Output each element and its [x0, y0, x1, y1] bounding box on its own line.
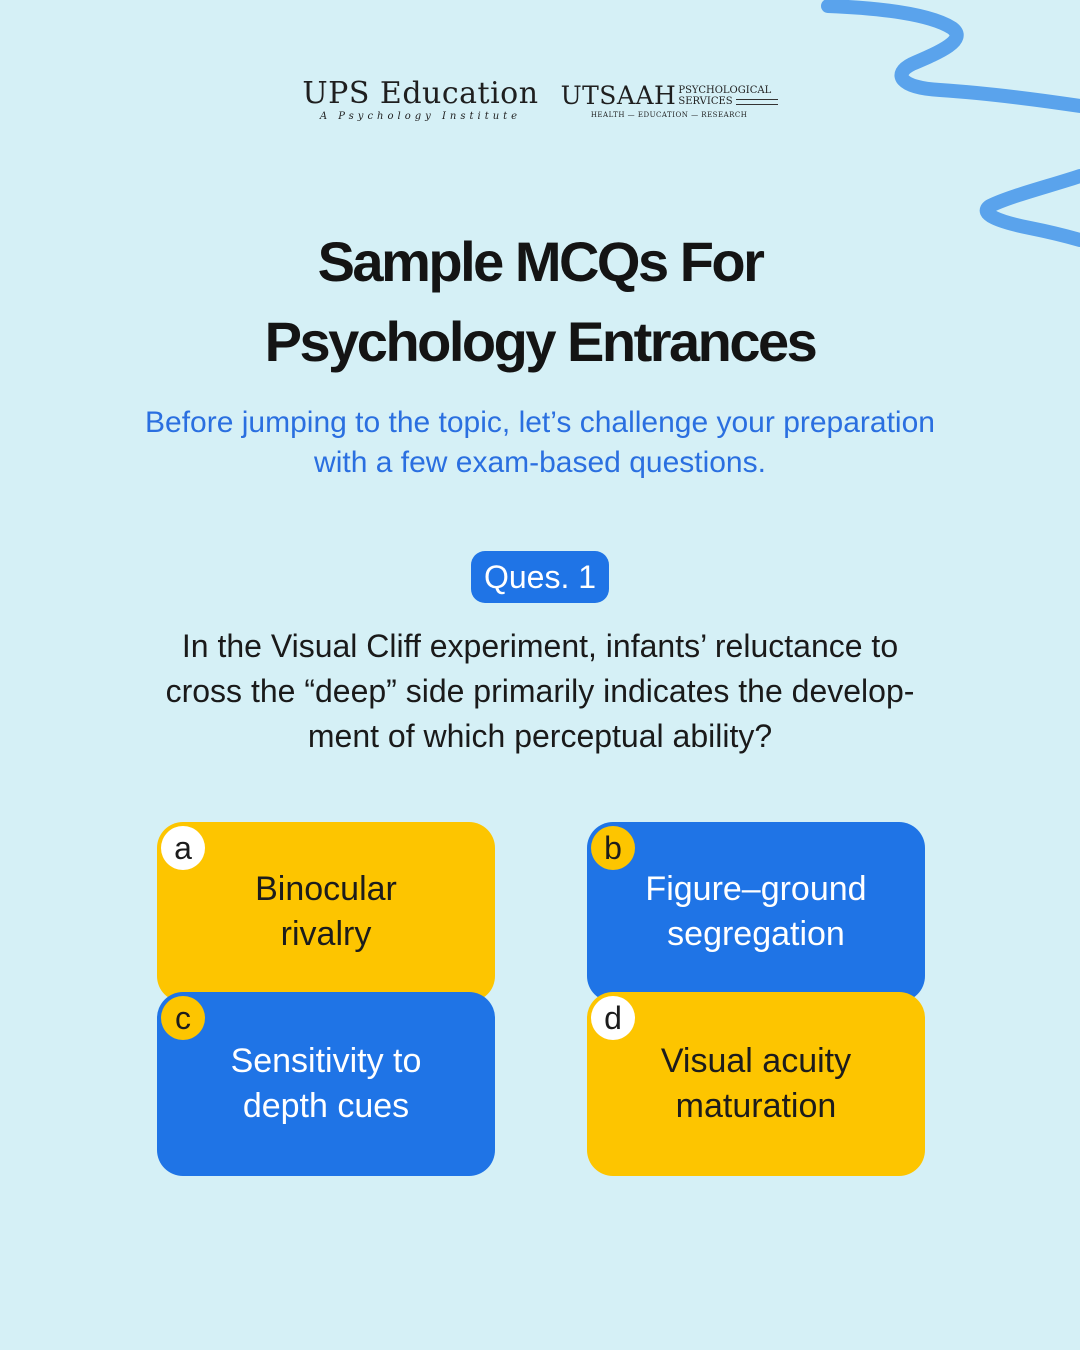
utsaah-logo-subtext: PSYCHOLOGICAL SERVICES	[678, 85, 778, 107]
page-title: Sample MCQs For Psychology Entrances	[0, 222, 1080, 382]
option-a-card[interactable]: a Binocular rivalry	[157, 822, 495, 1002]
option-c-letter-badge: c	[161, 996, 205, 1040]
subtitle-line-1: Before jumping to the topic, let’s chall…	[145, 406, 935, 439]
logo-rule-lines	[735, 98, 778, 105]
question-line-3: ment of which perceptual ability?	[307, 718, 773, 754]
option-b-letter-badge: b	[591, 826, 635, 870]
page-title-line-2: Psychology Entrances	[264, 310, 818, 373]
option-d-card[interactable]: d Visual acuity maturation	[587, 992, 925, 1176]
utsaah-logo-tagline: HEALTH — EDUCATION — RESEARCH	[590, 111, 748, 119]
option-a-letter-badge: a	[161, 826, 205, 870]
option-d-line-1: Visual acuity	[660, 1042, 852, 1080]
option-b-line-1: Figure–ground	[645, 870, 867, 908]
option-a-line-2: rivalry	[280, 915, 372, 953]
option-d-line-2: maturation	[675, 1087, 837, 1125]
option-c-text: Sensitivity to depth cues	[231, 1039, 422, 1129]
question-text: In the Visual Cliff experiment, infants’…	[80, 624, 1000, 759]
logo-bar: UPS Education A Psychology Institute UTS…	[0, 78, 1080, 122]
option-a-line-1: Binocular	[255, 870, 397, 908]
option-d-letter-badge: d	[591, 996, 635, 1040]
question-line-1: In the Visual Cliff experiment, infants’…	[181, 628, 899, 664]
question-line-2: cross the “deep” side primarily indicate…	[165, 673, 915, 709]
utsaah-logo-name: UTSAAH	[560, 81, 677, 110]
subtitle-line-2: with a few exam-based questions.	[314, 446, 766, 479]
option-a-text: Binocular rivalry	[255, 867, 397, 957]
ups-logo-name: UPS Education	[302, 76, 539, 111]
option-b-text: Figure–ground segregation	[645, 867, 866, 957]
utsaah-logo: UTSAAH PSYCHOLOGICAL SERVICES HEALTH — E…	[561, 83, 778, 119]
option-d-text: Visual acuity maturation	[661, 1039, 851, 1129]
page-subtitle: Before jumping to the topic, let’s chall…	[70, 403, 1010, 483]
decorative-squiggle	[821, 0, 1080, 247]
question-number-badge: Ques. 1	[471, 551, 609, 603]
option-c-card[interactable]: c Sensitivity to depth cues	[157, 992, 495, 1176]
page-title-line-1: Sample MCQs For	[317, 230, 765, 293]
option-c-line-2: depth cues	[242, 1087, 410, 1125]
option-c-line-1: Sensitivity to	[230, 1042, 422, 1080]
utsaah-logo-sub-line2: SERVICES	[678, 96, 733, 107]
ups-logo-tagline: A Psychology Institute	[319, 111, 522, 122]
ups-education-logo: UPS Education A Psychology Institute	[302, 76, 539, 123]
utsaah-logo-sub-line1: PSYCHOLOGICAL	[678, 85, 772, 96]
option-b-line-2: segregation	[667, 915, 845, 953]
option-b-card[interactable]: b Figure–ground segregation	[587, 822, 925, 1002]
